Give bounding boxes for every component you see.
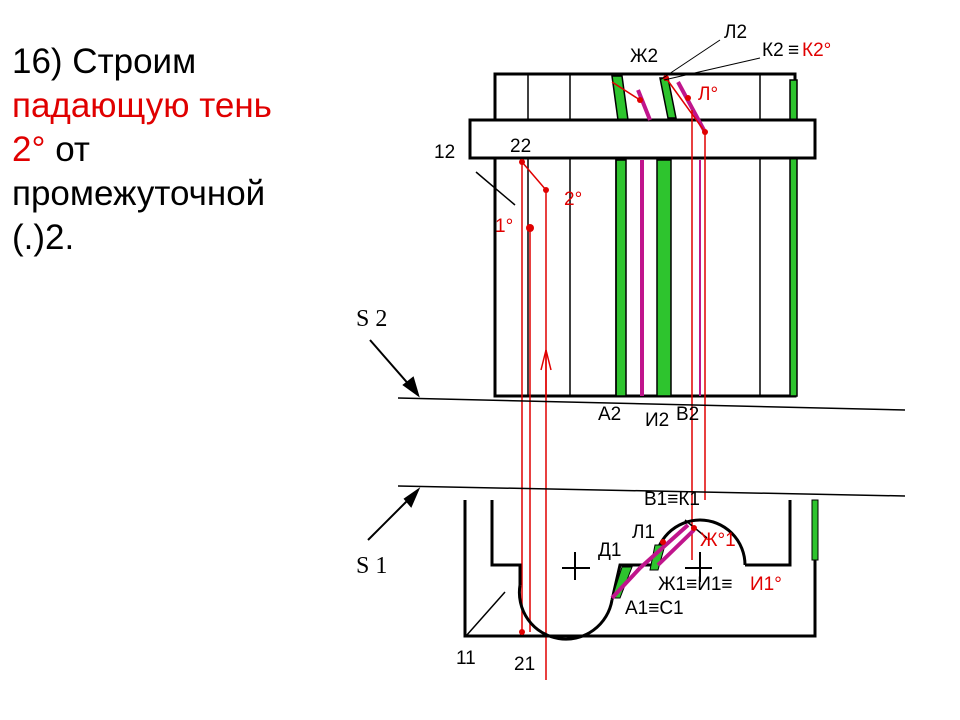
label-i1-shadow: И1° (750, 574, 782, 595)
label-s2: S 2 (356, 306, 387, 332)
label-s1: S 1 (356, 553, 387, 579)
point-labels: Ж2 Л2 К2 ≡ К2° Л° 12 22 2° 1° S 2 S 1 А2… (356, 22, 831, 675)
step-line-3-point: 2° (12, 130, 46, 169)
step-line-5: (.)2. (12, 218, 75, 257)
front-points (519, 75, 708, 232)
front-construction (521, 77, 706, 680)
label-l-shadow: Л° (698, 84, 718, 105)
step-description: 16) Строим падающую тень 2° от промежуто… (12, 40, 342, 260)
label-k2-shadow: К2° (802, 40, 831, 61)
axis-crosses (562, 552, 712, 582)
label-zh2: Ж2 (630, 46, 658, 67)
label-2-shadow: 2° (564, 189, 582, 210)
step-line-4: промежуточной (12, 174, 266, 213)
label-2-1: 21 (514, 654, 535, 675)
step-line-2: падающую тень (12, 86, 272, 125)
step-line-1: 16) Строим (12, 42, 197, 81)
label-1-shadow: 1° (495, 216, 513, 237)
top-edges (610, 523, 696, 600)
label-equiv: ≡ (788, 40, 799, 61)
label-zh1i1: Ж1≡И1≡ (658, 574, 733, 595)
label-a1c1: А1≡С1 (625, 598, 684, 619)
label-v2: В2 (676, 404, 699, 425)
capital-slab (468, 118, 817, 160)
label-v1k1: В1≡К1 (644, 489, 700, 510)
step-line-3-rest: от (45, 130, 90, 169)
step-line-3: 2° от (12, 128, 342, 172)
label-l2: Л2 (724, 22, 747, 43)
shadow-edges (636, 81, 707, 396)
label-k2: К2 (762, 40, 784, 61)
label-a2: А2 (598, 404, 621, 425)
light-direction-arrows (367, 171, 708, 637)
label-d1: Д1 (598, 540, 621, 561)
label-2-2: 22 (510, 136, 531, 157)
label-i2: И2 (645, 410, 669, 431)
label-l1: Л1 (632, 522, 655, 543)
label-1-1: 11 (456, 648, 476, 669)
label-1-2: 12 (434, 142, 455, 163)
plane-lines (397, 397, 906, 497)
label-zh1-shadow: Ж°1 (700, 530, 736, 551)
